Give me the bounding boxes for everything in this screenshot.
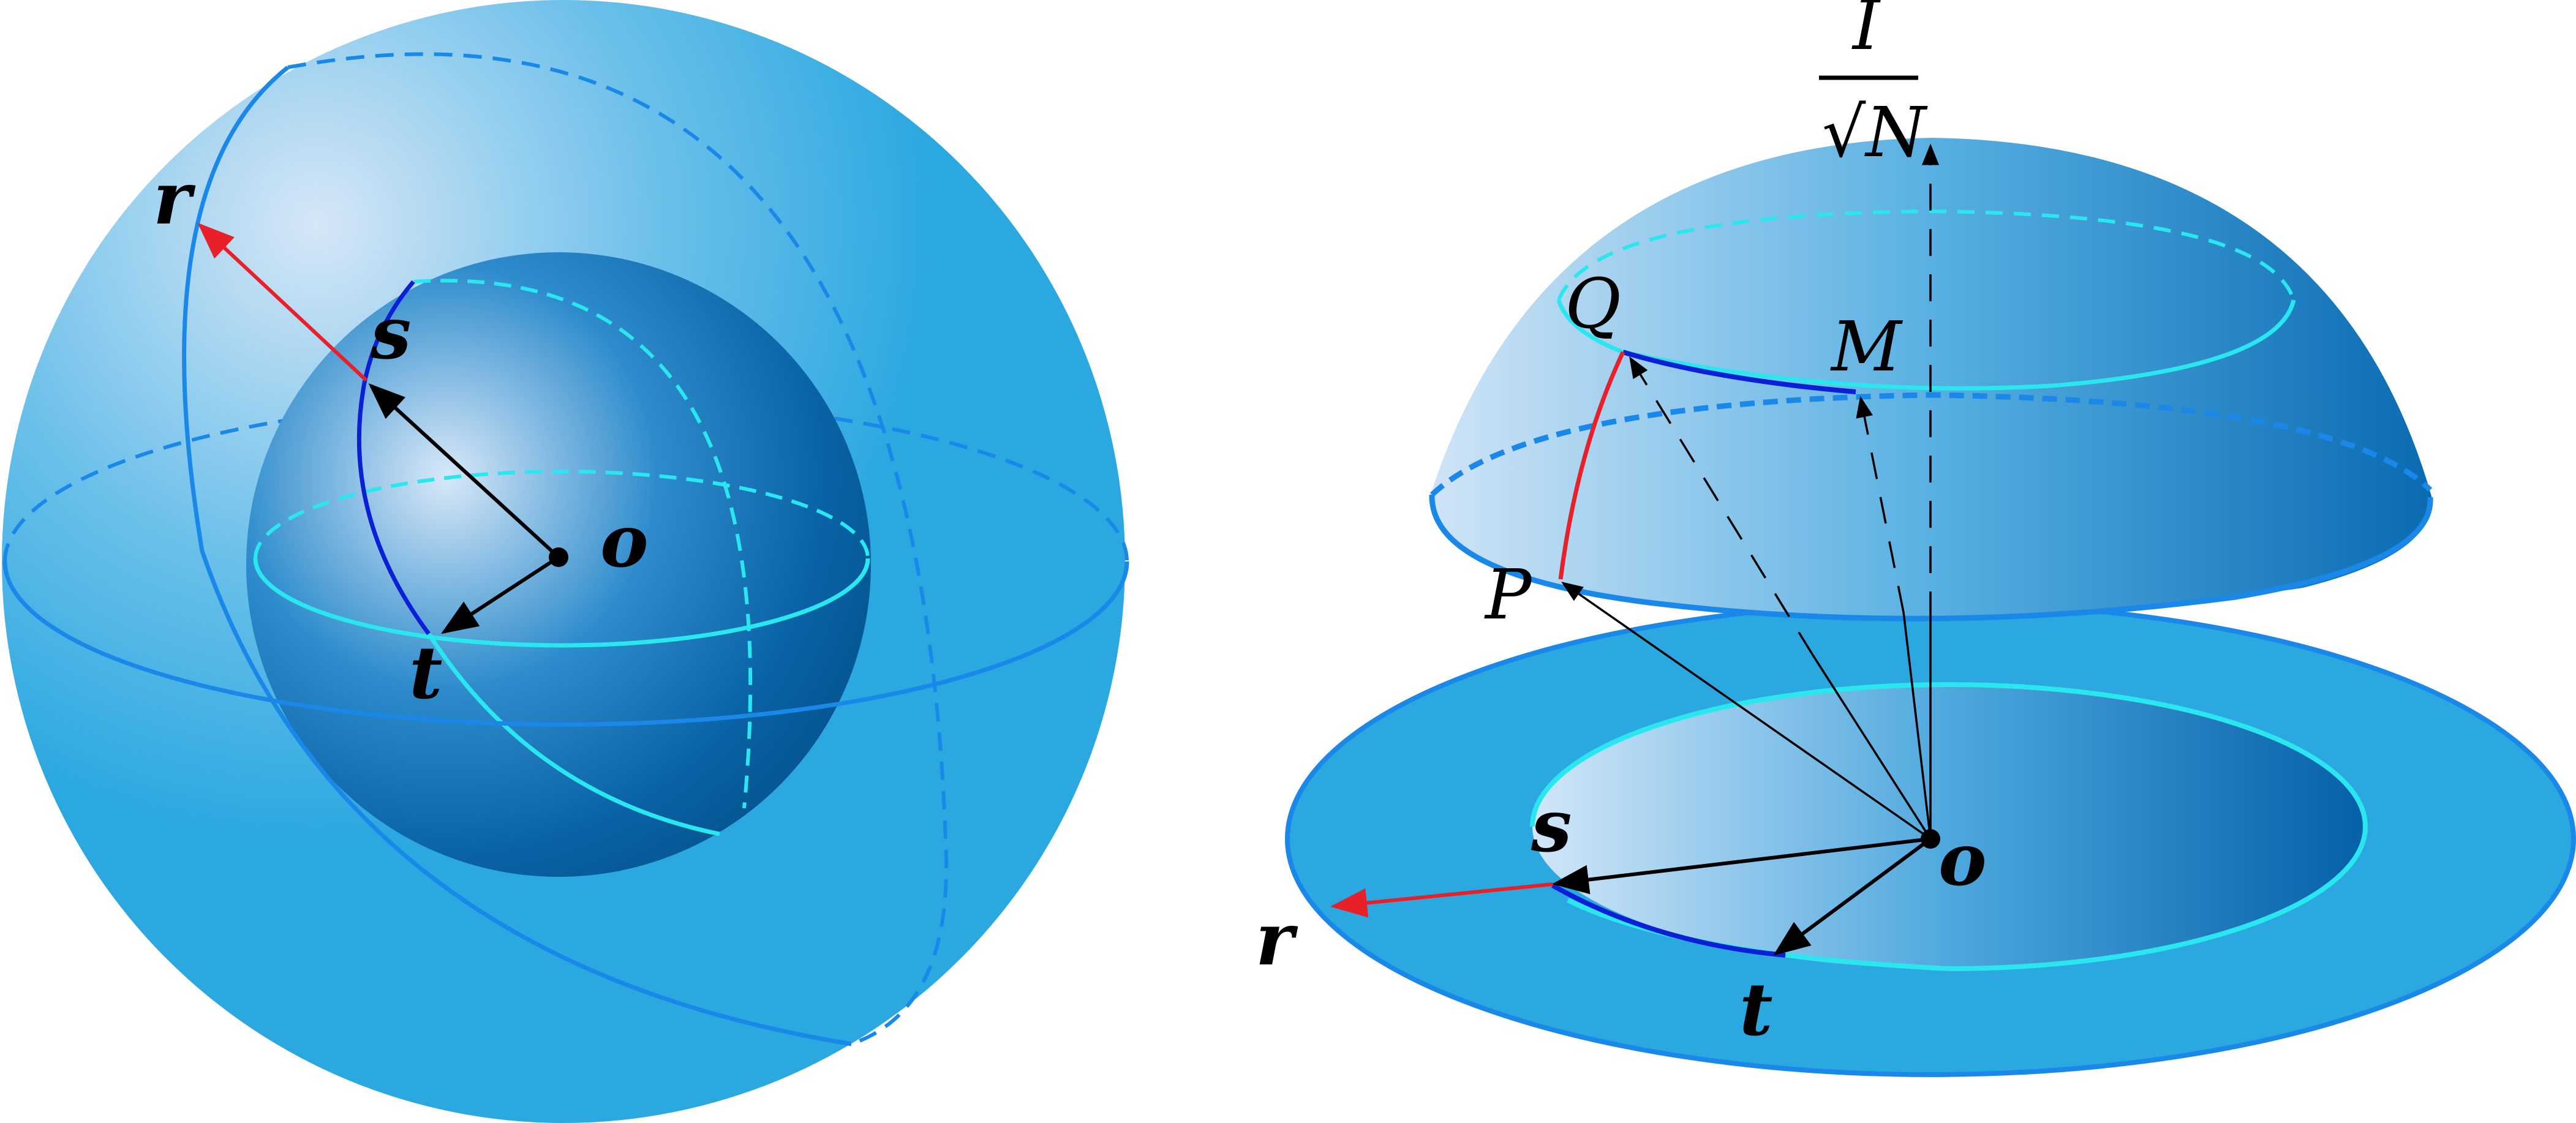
label-M: M xyxy=(1830,307,1903,387)
label-s: s xyxy=(370,290,411,375)
label-P: P xyxy=(1484,555,1532,635)
inner-hole xyxy=(1532,685,2365,969)
right-hemisphere-diagram: I √N Q M P s o r t xyxy=(1256,0,2576,1077)
vector-o-to-Q-hidden xyxy=(1629,356,1814,656)
vector-o-to-s xyxy=(368,383,560,559)
vector-o-to-Q-solid xyxy=(1812,655,1932,839)
hemisphere-rim-back xyxy=(1429,392,2433,497)
origin-point xyxy=(549,547,568,567)
inner-great-circle-front xyxy=(427,633,720,836)
inner-great-circle-s-to-t xyxy=(356,382,431,636)
vector-s-to-r xyxy=(197,222,368,382)
label-s: s xyxy=(1531,783,1572,868)
hole-rim-s-to-t xyxy=(1551,883,1786,958)
vector-s-to-r xyxy=(1330,882,1553,918)
arc-P-to-Q xyxy=(1558,351,1625,580)
label-t: t xyxy=(1739,967,1773,1052)
label-sqrt-N: √N xyxy=(1822,93,1928,173)
inner-great-circle-back xyxy=(413,279,753,809)
outer-equator-front xyxy=(2,561,1129,727)
inner-equator-back xyxy=(254,470,870,559)
latitude-circle-front xyxy=(1556,299,2296,391)
vector-o-to-t xyxy=(440,555,560,634)
outer-great-circle-back xyxy=(287,52,949,1046)
vector-o-to-t xyxy=(1773,837,1932,956)
label-t: t xyxy=(409,630,443,715)
label-o: o xyxy=(1938,817,1987,902)
outer-great-circle-front xyxy=(182,66,852,1046)
label-Q: Q xyxy=(1565,265,1621,344)
left-sphere-diagram: r s o t xyxy=(2,0,1129,1123)
vector-o-to-s xyxy=(1552,837,1931,895)
hemisphere-rim-front xyxy=(1429,494,2433,622)
latitude-circle-back xyxy=(1557,209,2295,301)
inner-great-circle-upper xyxy=(362,280,415,383)
origin-point xyxy=(1921,829,1940,849)
label-r: r xyxy=(1256,896,1298,982)
vector-o-to-M-solid xyxy=(1902,612,1932,839)
label-I: I xyxy=(1851,0,1881,66)
label-r: r xyxy=(153,156,196,241)
vector-o-to-P xyxy=(1561,581,1932,840)
hole-rim-cyan xyxy=(1530,682,2368,972)
vector-o-to-M-hidden xyxy=(1856,396,1905,613)
label-o: o xyxy=(600,498,649,584)
arc-Q-to-M xyxy=(1622,350,1856,394)
inner-equator-front xyxy=(253,558,870,648)
